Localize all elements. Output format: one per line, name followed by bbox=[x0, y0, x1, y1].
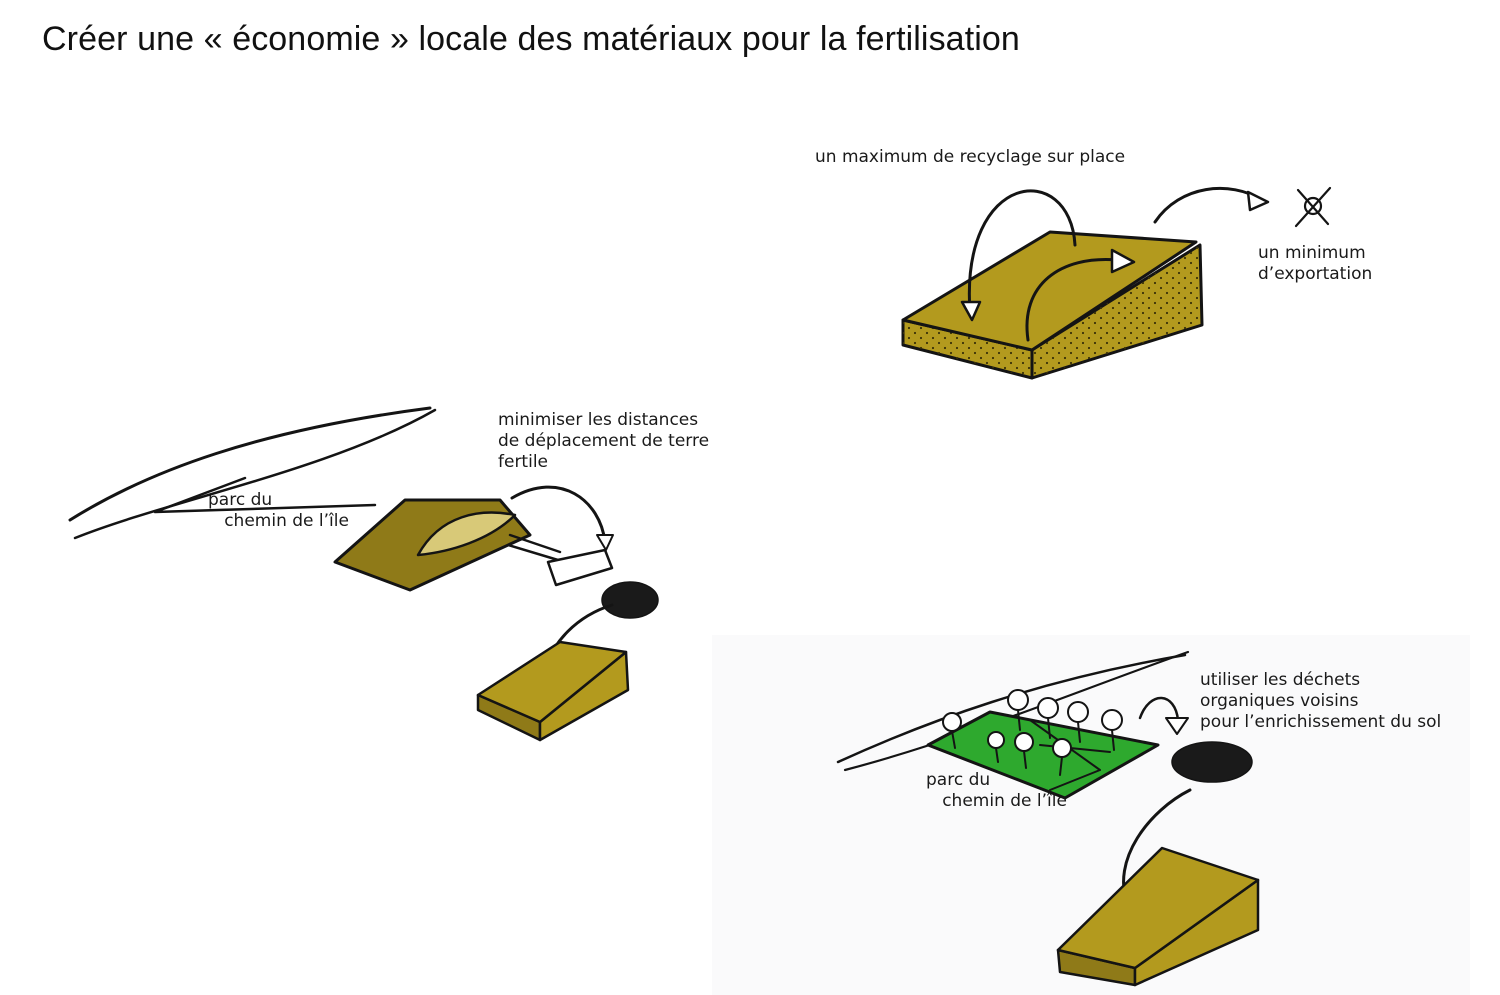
recycling-arrow-up bbox=[1025, 257, 1120, 342]
caption-export: un minimum d’exportation bbox=[1258, 243, 1373, 284]
park-outline bbox=[153, 476, 377, 514]
export-arrowhead bbox=[1246, 190, 1270, 212]
distance-arrow bbox=[510, 485, 607, 544]
page-title: Créer une « économie » locale des matéri… bbox=[42, 20, 1020, 58]
organic-waste-heap bbox=[1171, 741, 1253, 783]
skull-crossbones-icon bbox=[1294, 186, 1332, 228]
left-sketch bbox=[68, 406, 659, 742]
export-arrow bbox=[1153, 187, 1264, 224]
caption-distances: minimiser les distances de déplacement d… bbox=[498, 410, 710, 472]
green-park bbox=[926, 710, 1160, 800]
soil-bed-block bbox=[476, 640, 630, 742]
transport-track bbox=[506, 533, 562, 562]
caption-recycling: un maximum de recyclage sur place bbox=[815, 147, 1126, 167]
river-line-lower bbox=[73, 408, 437, 540]
caption-waste: utiliser les déchets organiques voisins … bbox=[1200, 670, 1442, 732]
river-line-upper-2 bbox=[836, 653, 1187, 764]
recycling-arrowhead-down bbox=[960, 300, 982, 322]
soil-slope-block bbox=[901, 230, 1204, 380]
trees bbox=[942, 689, 1123, 776]
top-right-sketch bbox=[901, 186, 1332, 380]
park-label-left: parc du chemin de l’île bbox=[208, 490, 349, 531]
river-line-upper bbox=[68, 406, 432, 522]
recycling-arrow-down bbox=[967, 189, 1077, 314]
park-label-right: parc du chemin de l’île bbox=[926, 770, 1067, 811]
waste-arrowhead bbox=[1165, 717, 1189, 735]
transport-box bbox=[546, 548, 614, 587]
fertile-earth-heap bbox=[601, 581, 659, 619]
soil-slope-block-2 bbox=[1056, 846, 1260, 987]
bottom-right-sketch bbox=[836, 650, 1260, 987]
waste-arrow bbox=[1138, 696, 1180, 722]
recycling-arrowhead-up bbox=[1110, 248, 1136, 274]
distance-arrowhead bbox=[596, 534, 614, 551]
park-paths bbox=[1029, 719, 1111, 791]
dug-trench bbox=[416, 511, 517, 557]
